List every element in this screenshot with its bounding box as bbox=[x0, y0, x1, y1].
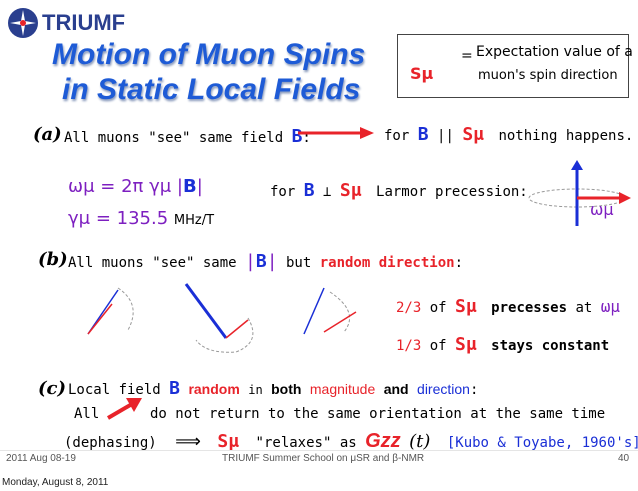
field-B: B bbox=[417, 124, 429, 145]
no-return-text: do not return to the same orientation at… bbox=[150, 406, 606, 422]
field-B: B bbox=[291, 126, 303, 147]
slide-title-line2: in Static Local Fields bbox=[62, 73, 361, 106]
field-B: B bbox=[255, 251, 267, 272]
colon: : bbox=[302, 130, 311, 146]
omega-rhs: = 2π γμ | bbox=[100, 176, 183, 197]
parallel-condition: for B || Sμ nothing happens. bbox=[384, 124, 633, 145]
omega-equation: ωμ = 2π γμ |B| bbox=[68, 176, 203, 197]
in-word: in bbox=[248, 383, 263, 397]
both-word: both bbox=[271, 381, 302, 397]
triumf-logo-icon bbox=[8, 8, 38, 38]
omega-mu: ωμ bbox=[68, 176, 95, 197]
time-t: (t) bbox=[409, 431, 431, 452]
section-c-label: (c) bbox=[38, 378, 66, 399]
field-B: B bbox=[169, 378, 180, 399]
for-word: for bbox=[270, 184, 296, 200]
spin-S: Sμ bbox=[455, 334, 477, 355]
random-field-diagram-3 bbox=[303, 287, 357, 335]
larmor-text: Larmor precession: bbox=[376, 184, 528, 200]
implies-arrow: ⟹ bbox=[175, 431, 201, 452]
random-field-diagram-1 bbox=[87, 287, 134, 335]
legend-equals: = bbox=[461, 48, 473, 64]
perp-condition: for B ⊥ Sμ Larmor precession: bbox=[270, 180, 528, 201]
omega-mu: ωμ bbox=[600, 297, 621, 316]
precesses-word: precesses bbox=[491, 300, 568, 316]
legend-symbol: Sμ bbox=[410, 64, 434, 83]
random-direction: random direction bbox=[319, 255, 455, 271]
field-B: B bbox=[182, 176, 197, 197]
gamma-value: 135.5 bbox=[116, 208, 169, 229]
gamma-mu: γμ = bbox=[68, 208, 111, 229]
footer-rule bbox=[0, 450, 638, 451]
colon: : bbox=[469, 382, 479, 398]
section-b-text: All muons "see" same |B| but random dire… bbox=[68, 251, 463, 272]
legend-line1: Expectation value of a bbox=[476, 44, 633, 60]
random-field-diagram-2 bbox=[184, 283, 254, 353]
section-a-intro: All muons "see" same field bbox=[64, 130, 292, 146]
nothing-happens: nothing happens. bbox=[498, 128, 634, 144]
abs-bar: | bbox=[266, 251, 278, 272]
footer-page: 40 bbox=[618, 453, 630, 464]
local-field-text: Local field bbox=[68, 382, 161, 398]
fraction-one-third: 1/3 bbox=[396, 338, 422, 354]
footer-school: TRIUMF Summer School on μSR and β-NMR bbox=[222, 453, 425, 464]
footer-stamp: Monday, August 8, 2011 bbox=[2, 477, 109, 488]
abs-bar: | bbox=[245, 251, 256, 272]
relaxation-function-G: Gzz bbox=[365, 430, 401, 452]
parallel-symbol: || bbox=[437, 128, 454, 144]
for-word: for bbox=[384, 128, 410, 144]
dephasing-line: (dephasing) ⟹ Sμ "relaxes" as Gzz (t) [K… bbox=[64, 430, 638, 453]
gamma-unit: MHz/T bbox=[173, 213, 215, 228]
of-word: of bbox=[429, 300, 447, 316]
legend-box bbox=[397, 34, 629, 98]
reference-text: [Kubo & Toyabe, 1960's] bbox=[446, 435, 638, 451]
and-word: and bbox=[383, 381, 409, 397]
fraction-constant: 1/3 of Sμ stays constant bbox=[396, 334, 609, 355]
legend-line2: muon's spin direction bbox=[478, 68, 618, 83]
magnitude-word: magnitude bbox=[309, 381, 376, 397]
field-B: B bbox=[303, 180, 315, 201]
direction-word: direction bbox=[417, 381, 470, 397]
section-c-text: Local field B random in both magnitude a… bbox=[68, 378, 478, 399]
gamma-equation: γμ = 135.5 MHz/T bbox=[68, 208, 214, 229]
section-b-intro: All muons "see" same bbox=[68, 255, 237, 271]
but-word: but bbox=[285, 255, 312, 271]
relaxes-text: "relaxes" as bbox=[255, 435, 357, 451]
abs-bar: | bbox=[196, 176, 203, 197]
spin-S: Sμ bbox=[217, 431, 240, 452]
omega-label-diagram: ωμ bbox=[590, 200, 614, 219]
fraction-two-thirds: 2/3 bbox=[396, 300, 422, 316]
logo-text: TRIUMF bbox=[42, 10, 126, 35]
spin-S: Sμ bbox=[455, 296, 477, 317]
section-b-label: (b) bbox=[38, 249, 68, 270]
spin-S: Sμ bbox=[462, 124, 484, 145]
footer-date: 2011 Aug 08-19 bbox=[6, 453, 76, 464]
all-word: All bbox=[74, 406, 100, 422]
section-a-label: (a) bbox=[33, 124, 62, 145]
spin-S: Sμ bbox=[339, 180, 362, 201]
triumf-logo bbox=[6, 6, 40, 44]
field-arrow-red bbox=[298, 127, 374, 139]
at-word: at bbox=[575, 300, 593, 316]
random-word: random bbox=[188, 381, 240, 397]
section-a-text: All muons "see" same field B: bbox=[64, 126, 311, 147]
slide-title-line1: Motion of Muon Spins bbox=[52, 38, 366, 71]
colon: : bbox=[454, 255, 464, 271]
of-word: of bbox=[429, 338, 447, 354]
perp-symbol: ⊥ bbox=[323, 184, 332, 200]
precession-diagram bbox=[528, 160, 631, 226]
spin-arrow-red bbox=[106, 398, 142, 420]
fraction-precesses: 2/3 of Sμ precesses at ωμ bbox=[396, 296, 620, 317]
dephasing-word: (dephasing) bbox=[64, 435, 157, 451]
stays-constant: stays constant bbox=[491, 338, 610, 354]
